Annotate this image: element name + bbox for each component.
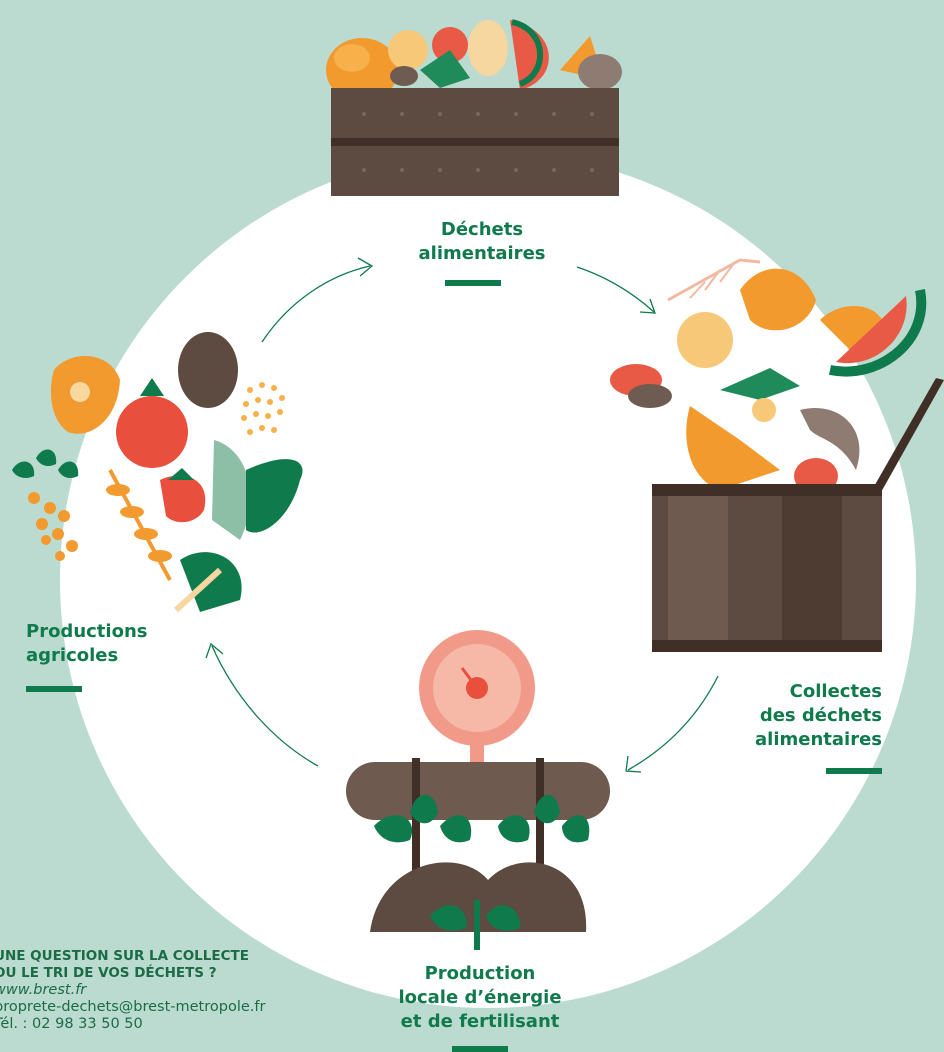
stage-label-line: locale d’énergie xyxy=(380,986,580,1010)
stage-label-dechets: Déchets alimentaires xyxy=(392,218,572,266)
website-link[interactable]: www.brest.fr xyxy=(0,982,374,999)
crate-icon xyxy=(331,88,619,196)
stage-label-line: Collectes xyxy=(700,680,882,704)
stage-underline xyxy=(445,280,501,286)
stage-label-line: agricoles xyxy=(26,644,226,668)
stage-underline xyxy=(26,686,82,692)
stage-label-line: Déchets xyxy=(392,218,572,242)
contact-block: UNE QUESTION SUR LA COLLECTE OU LE TRI D… xyxy=(0,948,374,1033)
stage-label-line: des déchets xyxy=(700,704,882,728)
stage-label-line: et de fertilisant xyxy=(380,1010,580,1034)
stage-label-agricoles: Productions agricoles xyxy=(26,620,226,668)
phone-number: Tél. : 02 98 33 50 50 xyxy=(0,1016,374,1033)
stage-label-line: alimentaires xyxy=(700,728,882,752)
stage-label-line: Productions xyxy=(26,620,226,644)
stage-underline xyxy=(452,1046,508,1052)
contact-question: UNE QUESTION SUR LA COLLECTE xyxy=(0,948,374,965)
stage-label-line: alimentaires xyxy=(392,242,572,266)
email-link[interactable]: proprete-dechets@brest-metropole.fr xyxy=(0,999,374,1016)
stage-underline xyxy=(826,768,882,774)
stage-label-line: Production xyxy=(380,962,580,986)
contact-question: OU LE TRI DE VOS DÉCHETS ? xyxy=(0,965,374,982)
stage-label-collectes: Collectes des déchets alimentaires xyxy=(700,680,882,752)
stage-label-production: Production locale d’énergie et de fertil… xyxy=(380,962,580,1034)
